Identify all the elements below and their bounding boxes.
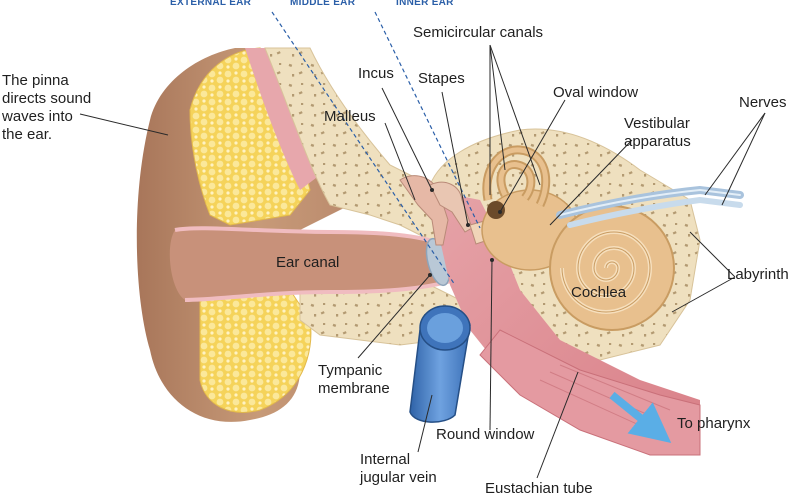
- label-stapes: Stapes: [418, 70, 465, 87]
- label-oval-window: Oval window: [553, 84, 639, 101]
- external-middle-boundary: [271, 11, 456, 286]
- label-pinna-line-1: The pinna: [2, 72, 69, 89]
- label-vestibular-apparatus: Vestibular apparatus: [624, 115, 691, 151]
- ear-canal-lining: [174, 226, 446, 247]
- region-external-ear: EXTERNAL EAR: [170, 0, 252, 8]
- label-vestibular-line-2: apparatus: [624, 133, 691, 150]
- to-pharynx-arrow: [609, 391, 672, 444]
- label-nerves: Nerves: [739, 94, 787, 111]
- label-tympanic-membrane: Tympanic membrane: [318, 362, 390, 398]
- label-tympanic-line-1: Tympanic: [318, 362, 383, 379]
- oval-window-shape: [487, 201, 505, 219]
- leader-lines: [79, 44, 766, 479]
- label-semicircular-canals: Semicircular canals: [413, 24, 544, 41]
- label-incus: Incus: [358, 65, 394, 82]
- label-pinna-line-3: waves into: [2, 108, 73, 125]
- pinna-pink-tissue: [245, 48, 320, 190]
- lower-fat-tissue: [199, 289, 312, 413]
- label-labyrinth: Labyrinth: [727, 266, 789, 283]
- middle-inner-boundary: [374, 11, 481, 229]
- nerves-shape: [556, 185, 744, 228]
- region-inner-ear: INNER EAR: [396, 0, 454, 8]
- label-cochlea: Cochlea: [571, 284, 627, 301]
- label-vestibular-line-1: Vestibular: [624, 115, 690, 132]
- incus-bone: [429, 181, 473, 233]
- ear-canal: [169, 228, 455, 300]
- label-pinna: The pinna directs sound waves into the e…: [2, 72, 91, 144]
- label-malleus: Malleus: [324, 108, 376, 125]
- label-ear-canal: Ear canal: [276, 254, 340, 271]
- label-jugular-line-1: Internal: [360, 451, 411, 468]
- label-tympanic-line-2: membrane: [318, 380, 390, 397]
- label-to-pharynx: To pharynx: [677, 415, 751, 432]
- label-pinna-line-4: the ear.: [2, 126, 53, 143]
- label-eustachian-tube: Eustachian tube: [485, 480, 593, 497]
- region-middle-ear: MIDDLE EAR: [290, 0, 356, 8]
- label-jugular-line-2: jugular vein: [360, 469, 437, 486]
- label-internal-jugular-vein: Internal jugular vein: [360, 451, 437, 487]
- label-round-window: Round window: [436, 426, 535, 443]
- label-pinna-line-2: directs sound: [2, 90, 92, 107]
